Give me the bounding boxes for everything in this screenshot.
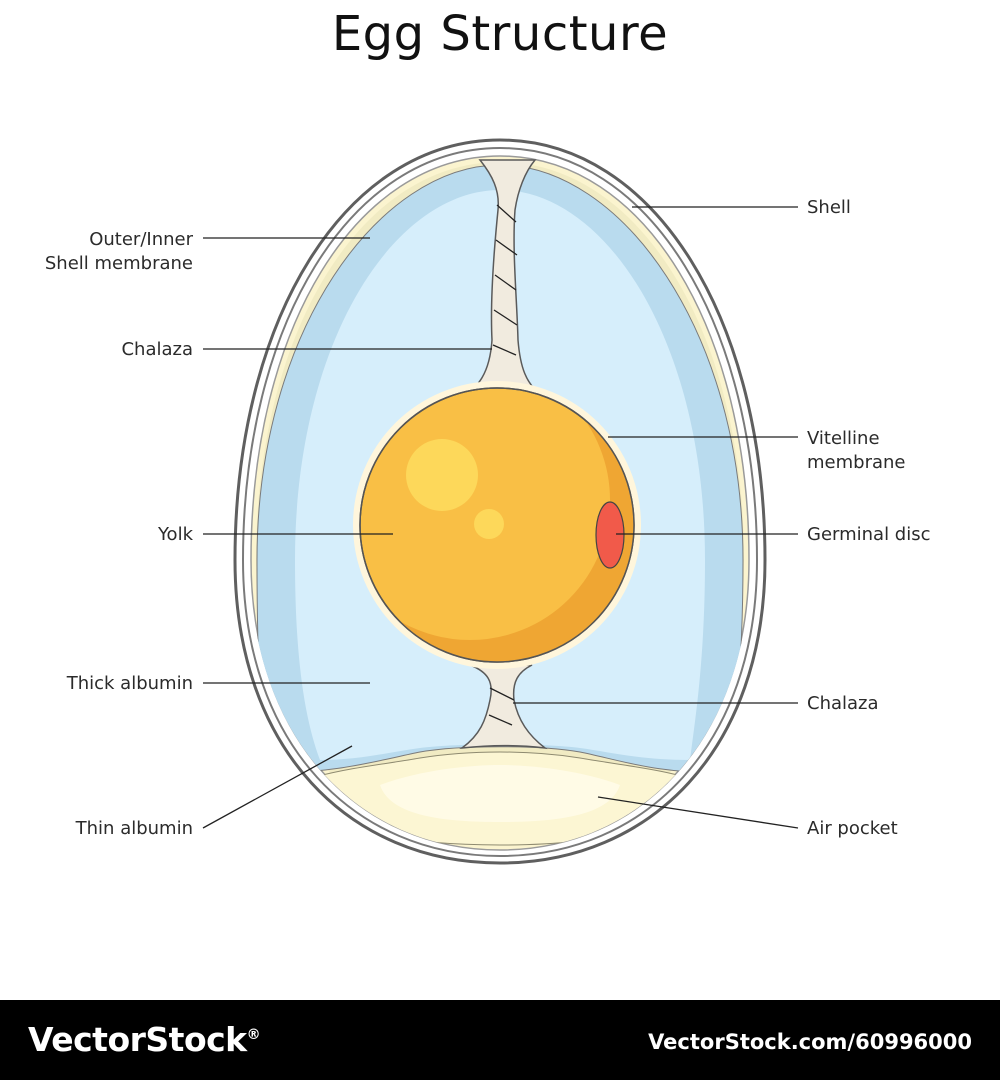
- yolk-highlight-small: [474, 509, 504, 539]
- brand-text: VectorStock: [28, 1020, 247, 1059]
- watermark-footer: VectorStock® VectorStock.com/60996000: [0, 1000, 1000, 1080]
- label-thick-albumin: Thick albumin: [66, 673, 193, 694]
- label-chalaza-bottom: Chalaza: [807, 693, 879, 714]
- label-germinal-disc: Germinal disc: [807, 524, 931, 545]
- label-chalaza-top: Chalaza: [121, 339, 193, 360]
- label-shell: Shell: [807, 197, 851, 218]
- label-vitelline-2: membrane: [807, 452, 905, 473]
- chalaza-top-twist: [492, 204, 518, 356]
- leader-air-pocket: [597, 796, 799, 829]
- chalaza-bottom-twist: [488, 687, 515, 726]
- air-pocket-highlight: [380, 765, 620, 822]
- germinal-disc: [595, 501, 625, 569]
- page-title: Egg Structure: [331, 6, 669, 62]
- label-shell-membrane-1: Outer/Inner: [89, 229, 193, 250]
- leader-thin-albumin: [202, 745, 353, 829]
- label-vitelline-1: Vitelline: [807, 428, 880, 449]
- egg-diagram: Outer/Inner Shell membrane Chalaza Yolk …: [45, 138, 931, 865]
- label-yolk: Yolk: [157, 524, 194, 545]
- yolk-outline: [359, 387, 635, 663]
- brand-registered-mark: ®: [246, 1027, 261, 1043]
- label-shell-membrane-2: Shell membrane: [45, 253, 193, 274]
- label-thin-albumin: Thin albumin: [75, 818, 193, 839]
- vectorstock-logo: VectorStock®: [28, 1020, 261, 1059]
- label-air-pocket: Air pocket: [807, 818, 898, 839]
- yolk-highlight-large: [406, 439, 478, 511]
- stock-id: VectorStock.com/60996000: [648, 1030, 972, 1054]
- chalaza-bottom: [459, 664, 548, 750]
